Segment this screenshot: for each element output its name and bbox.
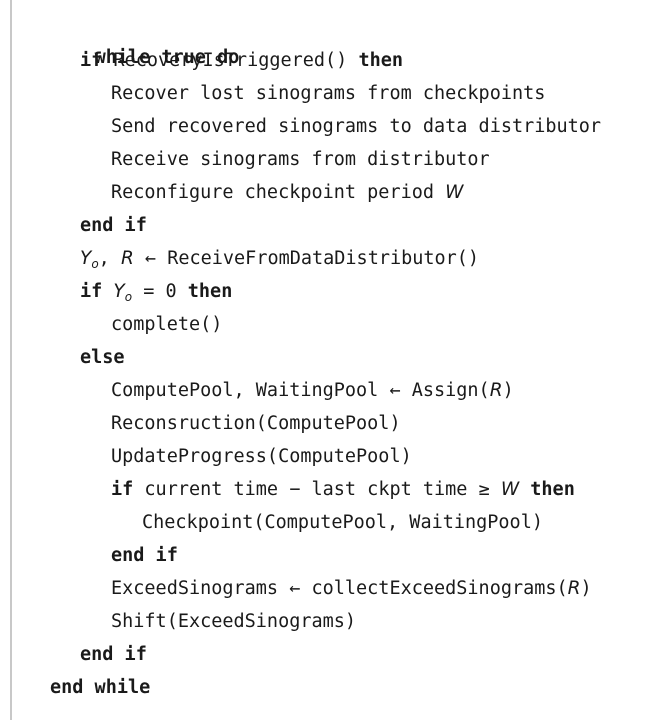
close-paren: ): [502, 380, 514, 401]
statement-text: Recover lost sinograms from checkpoints: [111, 83, 546, 104]
condition-text: = 0: [132, 281, 188, 302]
line-if-recovery: if RecoveryIsTriggered() then: [80, 46, 403, 76]
keyword-if: if: [111, 479, 134, 500]
line-while: while true do: [50, 13, 240, 68]
keyword-then: then: [519, 479, 575, 500]
statement-text: ← ReceiveFromDataDistributor(): [133, 248, 480, 269]
statement-text: Send recovered sinograms to data distrib…: [111, 116, 602, 137]
statement-text: Checkpoint(ComputePool, WaitingPool): [142, 512, 543, 533]
line-if-yo: if Yo = 0 then: [80, 277, 232, 307]
statement-text: ExceedSinograms ← collectExceedSinograms…: [111, 578, 568, 599]
line-end-while: end while: [50, 673, 150, 703]
keyword-end-if: end if: [111, 545, 178, 566]
line-update-progress: UpdateProgress(ComputePool): [111, 442, 412, 472]
line-exceed: ExceedSinograms ← collectExceedSinograms…: [111, 574, 592, 604]
line-end-if-2: end if: [111, 541, 178, 571]
statement-text: ComputePool, WaitingPool ← Assign(: [111, 380, 490, 401]
line-send: Send recovered sinograms to data distrib…: [111, 112, 601, 142]
line-end-if-3: end if: [80, 640, 147, 670]
line-if-checkpoint: if current time − last ckpt time ≥ W the…: [111, 475, 575, 505]
keyword-else: else: [80, 347, 125, 368]
statement-text: UpdateProgress(ComputePool): [111, 446, 412, 467]
variable-w: W: [445, 182, 464, 203]
statement-text: complete(): [111, 314, 223, 335]
close-paren: ): [580, 578, 592, 599]
variable-y: Y: [113, 281, 125, 302]
statement-text: Reconfigure checkpoint period: [111, 182, 446, 203]
separator: ,: [98, 248, 121, 269]
statement-text: Receive sinograms from distributor: [111, 149, 490, 170]
line-checkpoint: Checkpoint(ComputePool, WaitingPool): [142, 508, 543, 538]
line-complete: complete(): [111, 310, 222, 340]
variable-r: R: [120, 248, 134, 269]
line-else: else: [80, 343, 125, 373]
subscript-o: o: [91, 257, 99, 271]
line-recover: Recover lost sinograms from checkpoints: [111, 79, 545, 109]
line-reconstruction: Reconsruction(ComputePool): [111, 409, 401, 439]
line-receive: Receive sinograms from distributor: [111, 145, 490, 175]
line-shift: Shift(ExceedSinograms): [111, 607, 356, 637]
condition-text: RecoveryIsTriggered(): [102, 50, 359, 71]
left-rule: [10, 0, 12, 720]
line-end-if-1: end if: [80, 211, 147, 241]
variable-y: Y: [80, 248, 92, 269]
keyword-if: if: [80, 50, 103, 71]
line-reconfigure: Reconfigure checkpoint period W: [111, 178, 463, 208]
keyword-end-if: end if: [80, 644, 147, 665]
keyword-if: if: [80, 281, 103, 302]
statement-text: Shift(ExceedSinograms): [111, 611, 357, 632]
keyword-end-if: end if: [80, 215, 147, 236]
condition-text: current time − last ckpt time ≥: [133, 479, 501, 500]
keyword-while: while true do: [94, 47, 240, 68]
variable-w: W: [500, 479, 520, 500]
variable-r: R: [489, 380, 503, 401]
space: [102, 281, 113, 302]
variable-r: R: [567, 578, 581, 599]
subscript-o: o: [124, 290, 133, 304]
keyword-then: then: [187, 281, 233, 302]
line-receive-data: Yo, R ← ReceiveFromDataDistributor(): [80, 244, 479, 274]
line-assign: ComputePool, WaitingPool ← Assign(R): [111, 376, 514, 406]
keyword-then: then: [358, 50, 404, 71]
statement-text: Reconsruction(ComputePool): [111, 413, 401, 434]
keyword-end-while: end while: [50, 677, 151, 698]
